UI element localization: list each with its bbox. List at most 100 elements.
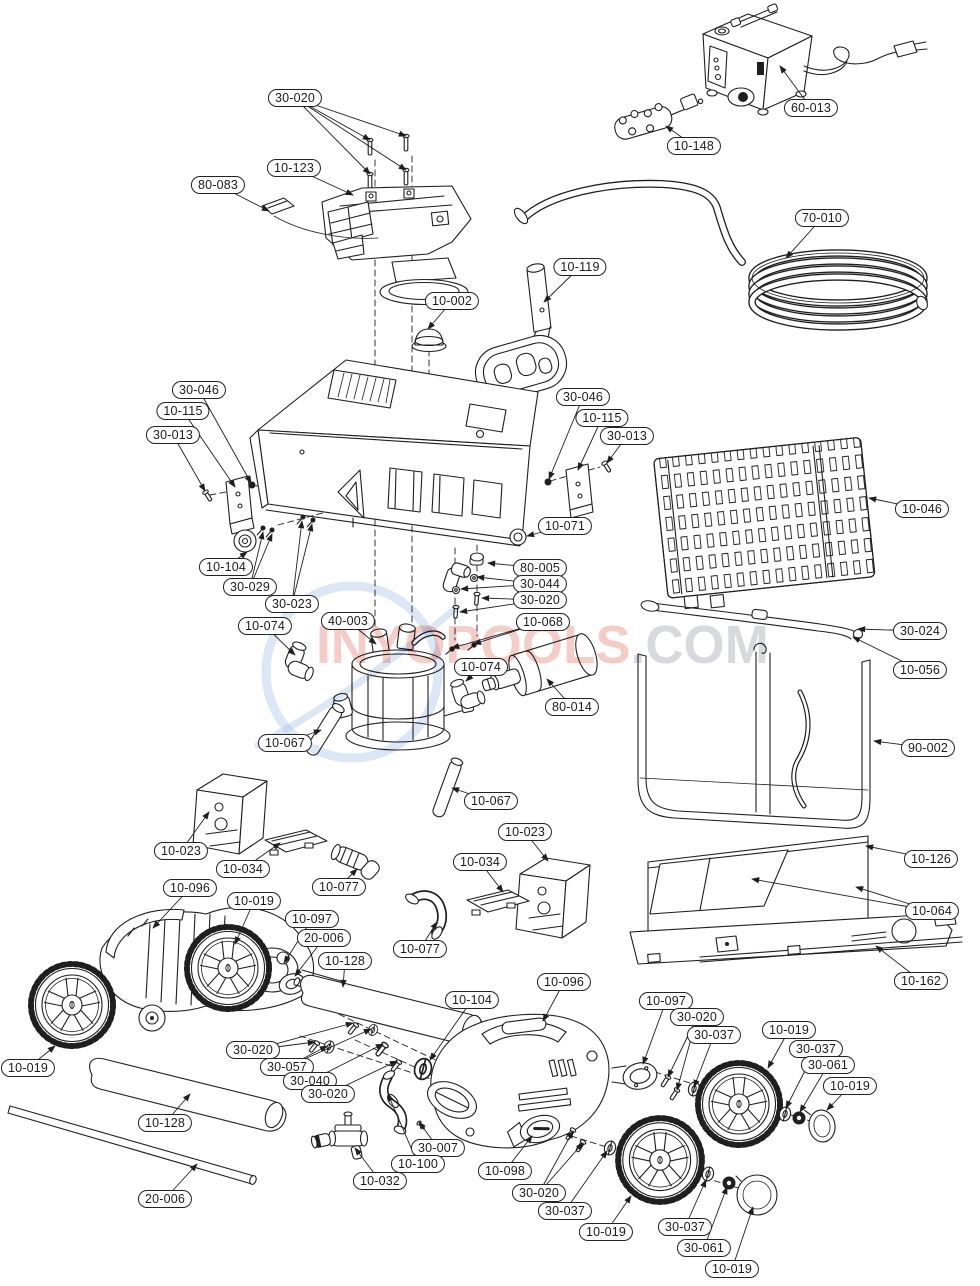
part-label-30-020: 30-020 <box>511 1184 567 1202</box>
part-label-30-037: 30-037 <box>686 1026 742 1044</box>
grommet <box>509 528 527 546</box>
part-label-10-123: 10-123 <box>266 159 322 177</box>
hose-coil <box>748 249 928 331</box>
axle-fasteners <box>700 1105 838 1216</box>
part-label-30-029: 30-029 <box>222 578 278 596</box>
part-label-10-019: 10-019 <box>0 1059 56 1077</box>
part-label-30-057: 30-057 <box>259 1058 315 1076</box>
bail-wire <box>640 600 864 640</box>
part-label-30-037: 30-037 <box>657 1218 713 1236</box>
part-label-30-020: 30-020 <box>669 1008 725 1026</box>
part-label-10-067: 10-067 <box>463 792 519 810</box>
part-label-10-074: 10-074 <box>237 617 293 635</box>
part-label-10-064: 10-064 <box>904 902 960 920</box>
leader-line <box>172 434 206 492</box>
part-label-10-071: 10-071 <box>537 517 593 535</box>
fitting-stack <box>442 552 485 619</box>
leader-line <box>294 97 371 175</box>
part-label-10-002: 10-002 <box>424 292 480 310</box>
part-label-10-115: 10-115 <box>575 409 629 427</box>
brush-roller <box>614 93 704 140</box>
part-label-30-013: 30-013 <box>145 426 201 444</box>
part-label-10-067: 10-067 <box>257 734 313 752</box>
part-label-10-096: 10-096 <box>536 973 592 991</box>
debris-bag <box>637 642 871 829</box>
part-label-10-034: 10-034 <box>215 860 271 878</box>
part-label-10-074: 10-074 <box>453 658 509 676</box>
bag-frame <box>647 835 869 949</box>
power-supply <box>702 3 928 116</box>
part-label-10-096: 10-096 <box>162 879 218 897</box>
main-housing <box>249 359 539 547</box>
leader-line <box>731 1206 754 1270</box>
drive-assembly-right <box>427 1013 627 1149</box>
part-label-30-037: 30-037 <box>537 1202 593 1220</box>
part-label-10-019: 10-019 <box>704 1260 760 1278</box>
part-label-10-098: 10-098 <box>477 1162 533 1180</box>
part-label-10-162: 10-162 <box>893 972 949 990</box>
part-label-30-013: 30-013 <box>599 427 655 445</box>
part-label-30-020: 30-020 <box>300 1085 356 1103</box>
part-label-10-023: 10-023 <box>497 823 553 841</box>
leader-line <box>751 877 933 912</box>
leader-line <box>642 1000 667 1065</box>
part-label-10-100: 10-100 <box>390 1155 446 1173</box>
part-label-30-044: 30-044 <box>512 575 568 593</box>
part-label-10-019: 10-019 <box>761 1021 817 1039</box>
part-label-30-061: 30-061 <box>800 1056 856 1074</box>
part-label-10-097: 10-097 <box>638 992 694 1010</box>
part-label-10-148: 10-148 <box>666 137 722 155</box>
part-label-10-019: 10-019 <box>822 1077 878 1095</box>
leader-line <box>429 999 473 1061</box>
part-label-30-061: 30-061 <box>676 1239 732 1257</box>
part-label-10-034: 10-034 <box>452 853 508 871</box>
part-label-10-126: 10-126 <box>903 850 959 868</box>
part-label-10-077: 10-077 <box>311 878 367 896</box>
part-label-10-019: 10-019 <box>578 1223 634 1241</box>
part-label-80-014: 80-014 <box>544 698 600 716</box>
part-label-10-115: 10-115 <box>156 402 210 420</box>
part-label-10-119: 10-119 <box>553 258 607 276</box>
part-label-30-023: 30-023 <box>264 595 320 613</box>
leader-line <box>538 1130 574 1194</box>
leader-line <box>182 410 236 488</box>
part-label-40-003: 40-003 <box>320 612 376 630</box>
pump-hose <box>330 843 380 880</box>
cover-screws <box>366 133 410 190</box>
leader-line <box>249 531 265 588</box>
part-label-10-023: 10-023 <box>153 842 209 860</box>
leader-line <box>564 1150 608 1212</box>
part-label-10-056: 10-056 <box>892 661 948 679</box>
part-label-10-032: 10-032 <box>352 1172 408 1190</box>
part-label-10-097: 10-097 <box>284 910 340 928</box>
mount-plate-left <box>202 475 256 535</box>
leader-line <box>703 1186 728 1249</box>
part-label-20-006: 20-006 <box>137 1190 193 1208</box>
part-label-80-005: 80-005 <box>512 559 568 577</box>
part-label-70-010: 70-010 <box>794 209 850 227</box>
part-label-30-024: 30-024 <box>892 622 948 640</box>
part-label-20-006: 20-006 <box>296 929 352 947</box>
part-label-80-083: 80-083 <box>190 176 246 194</box>
feed-hose <box>513 179 746 266</box>
wheel-coupler <box>622 1062 658 1090</box>
part-label-10-068: 10-068 <box>515 613 571 631</box>
part-label-30-020: 30-020 <box>267 89 323 107</box>
canister <box>481 633 598 697</box>
pump-hose <box>405 890 448 940</box>
part-label-10-019: 10-019 <box>226 892 282 910</box>
guide-wheel <box>138 1004 166 1032</box>
part-label-10-128: 10-128 <box>137 1114 193 1132</box>
filter-screen <box>653 437 876 610</box>
part-label-90-002: 90-002 <box>900 739 956 757</box>
intake-tube <box>432 757 464 818</box>
part-label-10-104: 10-104 <box>444 991 500 1009</box>
part-label-30-046: 30-046 <box>555 388 611 406</box>
part-label-60-013: 60-013 <box>783 99 839 117</box>
part-label-10-077: 10-077 <box>392 940 448 958</box>
part-label-10-128: 10-128 <box>317 952 373 970</box>
part-label-30-046: 30-046 <box>171 381 227 399</box>
part-label-10-046: 10-046 <box>894 500 950 518</box>
